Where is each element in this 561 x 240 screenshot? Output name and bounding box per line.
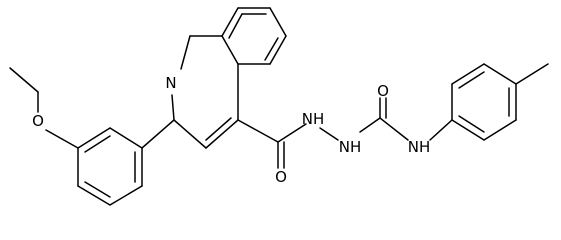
bond: [379, 117, 409, 141]
bond: [173, 119, 207, 149]
chemical-structure: N O O NH NH O NH: [9, 7, 549, 206]
bond: [451, 63, 485, 85]
hydrazide-nh-label: NH: [339, 138, 362, 156]
bond: [141, 119, 175, 149]
bond: [9, 67, 39, 93]
bond: [77, 127, 111, 149]
bond: [221, 7, 239, 37]
bond: [45, 129, 79, 149]
amide-oxygen-label: O: [275, 168, 287, 186]
anilide-nh-label: NH: [408, 138, 431, 156]
bond: [221, 35, 239, 65]
bond: [515, 63, 549, 85]
bond: [180, 35, 191, 70]
bond: [205, 119, 239, 149]
bond: [319, 127, 339, 141]
ring-nitrogen-label: N: [165, 74, 176, 92]
bond: [483, 119, 517, 141]
bond: [228, 13, 243, 39]
bonds: [9, 7, 549, 206]
bond: [109, 127, 143, 149]
bond: [458, 71, 485, 89]
hydrazide-nh-label: NH: [302, 110, 325, 128]
bond: [277, 123, 307, 143]
bond: [77, 185, 111, 206]
bond: [451, 119, 485, 141]
bond: [429, 119, 453, 141]
bond: [359, 117, 381, 133]
bond: [84, 135, 111, 153]
bond: [269, 35, 287, 65]
urea-oxygen-label: O: [377, 82, 389, 100]
bond: [205, 117, 232, 141]
bond: [84, 181, 111, 198]
ether-oxygen-label: O: [32, 112, 44, 130]
bond: [269, 7, 287, 37]
bond: [458, 115, 485, 133]
bond: [109, 185, 143, 206]
atom-labels: N O O NH NH O NH: [32, 74, 430, 186]
bond: [171, 94, 175, 121]
bond: [264, 37, 279, 61]
bond: [237, 119, 279, 143]
bond: [483, 63, 517, 85]
